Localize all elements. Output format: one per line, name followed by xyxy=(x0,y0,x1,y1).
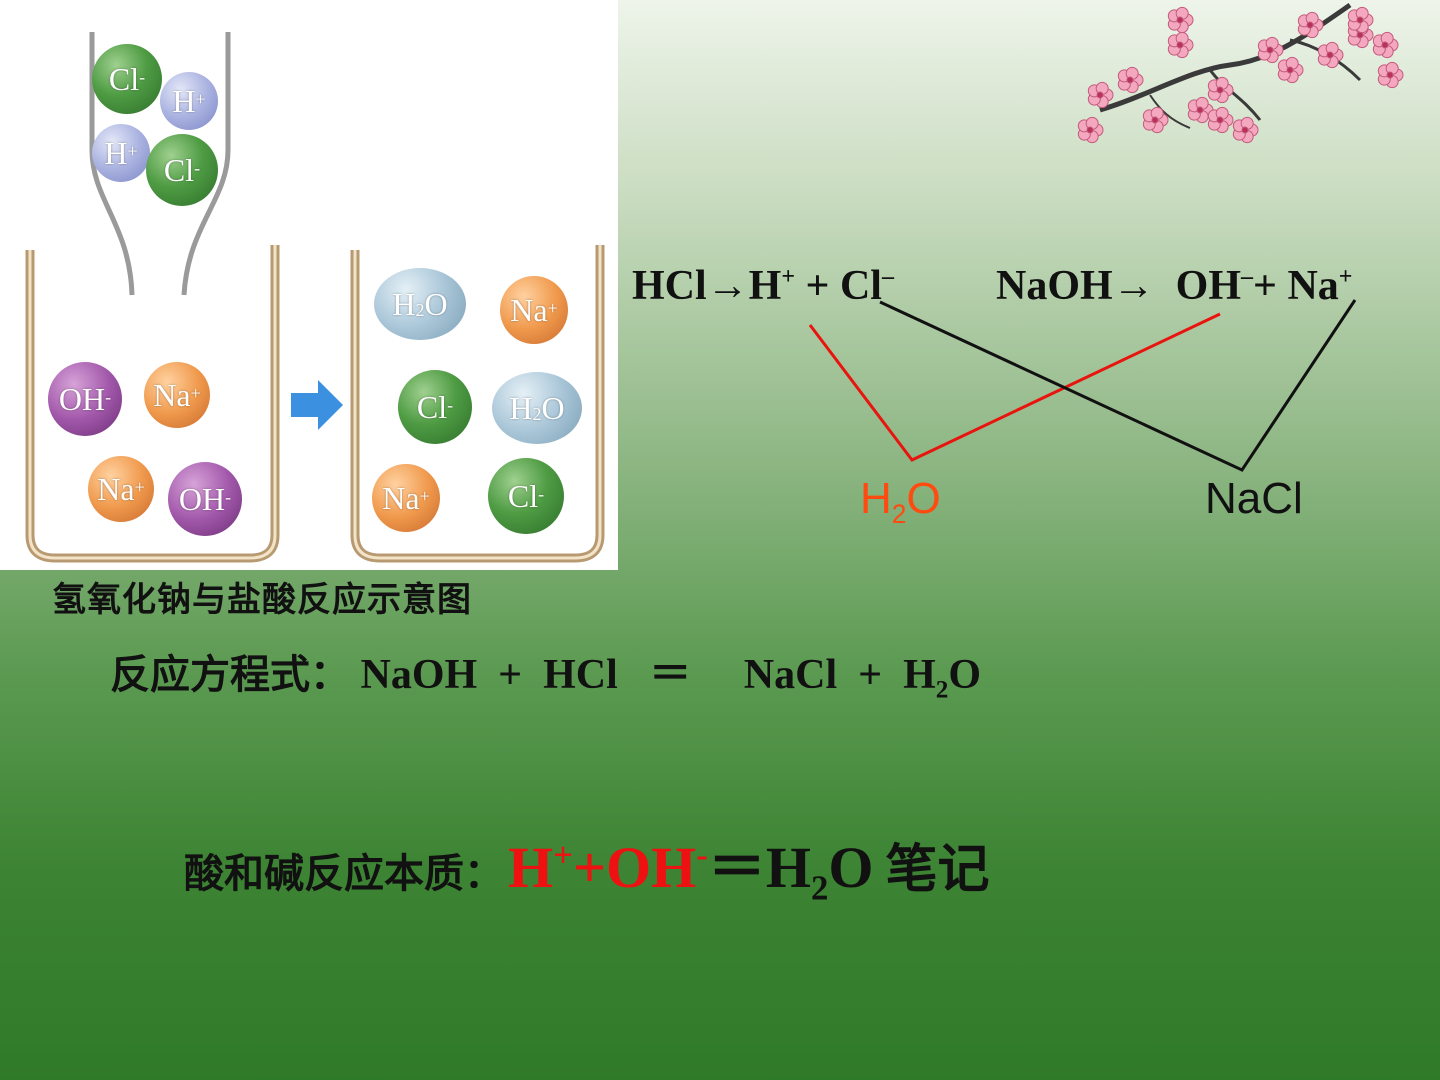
salt-link-line xyxy=(879,299,1357,472)
blossom-center xyxy=(1306,21,1314,29)
blossom-center xyxy=(1286,66,1294,74)
blossom-center xyxy=(1326,51,1334,59)
ion-na: Na+ xyxy=(372,464,440,532)
blossom-center xyxy=(1176,41,1184,49)
note-label: 笔记 xyxy=(885,840,990,900)
blossom-center xyxy=(1241,126,1249,134)
ion-cl: Cl- xyxy=(146,134,218,206)
blossom-center xyxy=(1216,116,1224,124)
blossom-center xyxy=(1386,71,1394,79)
blossom-center xyxy=(1196,106,1204,114)
reaction-equation: 反应方程式： NaOH + HCl ＝ NaCl + H2O xyxy=(110,652,982,704)
ion-cl: Cl- xyxy=(92,44,162,114)
ion-cl: Cl- xyxy=(488,458,564,534)
blossom-center xyxy=(1086,126,1094,134)
ion-oh: OH- xyxy=(168,462,242,536)
arrow-right-icon: → xyxy=(1112,263,1155,309)
ion-oh: OH- xyxy=(48,362,122,436)
ion-cl: Cl- xyxy=(398,370,472,444)
arrow-right-icon: → xyxy=(706,263,749,309)
hcl-dissociation: HCl→H+ + Cl– xyxy=(632,263,894,309)
blossom-center xyxy=(1126,76,1134,84)
blossom-center xyxy=(1266,46,1274,54)
funnel-right-wall xyxy=(181,32,231,296)
water-link-line xyxy=(808,312,1221,462)
ion-h: H+ xyxy=(160,72,218,130)
reaction-arrow-icon xyxy=(291,380,343,430)
blossom-center xyxy=(1216,86,1224,94)
reaction-essence: 酸和碱反应本质： H++OH-＝H2O 笔记 xyxy=(184,835,990,908)
ion-h: H+ xyxy=(92,124,150,182)
product-salt-label: NaCl xyxy=(1205,474,1303,523)
blossom-center xyxy=(1151,116,1159,124)
blossom-center xyxy=(1381,41,1389,49)
plum-blossom-decoration xyxy=(1077,2,1404,144)
blossom-center xyxy=(1096,91,1104,99)
essence-ionic-equation-red: H++OH- xyxy=(508,835,708,900)
illustration-caption: 氢氧化钠与盐酸反应示意图 xyxy=(52,580,472,620)
ion-na: Na+ xyxy=(500,276,568,344)
product-water-label: H2O xyxy=(860,474,941,529)
blossom-center xyxy=(1176,16,1184,24)
naoh-dissociation: NaOH→ OH–+ Na+ xyxy=(996,263,1353,309)
ion-na: Na+ xyxy=(88,456,154,522)
ion-na: Na+ xyxy=(144,362,210,428)
blossom-center xyxy=(1356,16,1364,24)
